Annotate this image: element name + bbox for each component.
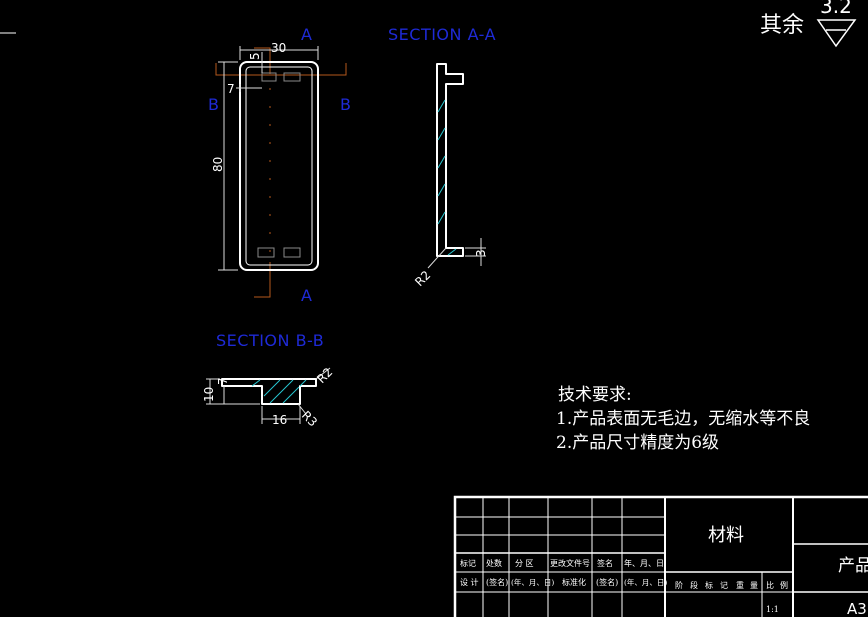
title-block-stage-cell: 记 bbox=[720, 581, 728, 590]
section-aa-title: SECTION A-A bbox=[388, 25, 496, 44]
section-b-label-right: B bbox=[340, 95, 351, 114]
title-block-header-cell: 更改文件号 bbox=[550, 558, 590, 568]
title-block-header-cell: 年、月、日 bbox=[624, 558, 664, 568]
title-block-design-cell: (年、月、日) bbox=[624, 577, 667, 587]
title-block-size: A3 bbox=[847, 600, 867, 617]
section-aa-hatch bbox=[437, 99, 457, 256]
title-block-design-cell: 设 计 bbox=[460, 577, 479, 587]
slot-offset-dimension: 5 bbox=[248, 52, 262, 60]
title-block-stage-cell: 比 bbox=[766, 580, 774, 590]
section-bb-radius-top: R2 bbox=[314, 365, 335, 386]
title-block-stage-cell: 阶 bbox=[675, 580, 683, 590]
section-a-label-top: A bbox=[301, 25, 312, 44]
title-block-header-cell: 签名 bbox=[597, 558, 613, 568]
bottom-slot-right bbox=[283, 247, 301, 258]
section-aa-view: SECTION A-A R2 3 bbox=[388, 25, 496, 289]
tech-requirement-item: 2.产品尺寸精度为6级 bbox=[556, 433, 719, 453]
surface-finish-note: 其余 3.2 bbox=[760, 0, 857, 48]
section-b-label-left: B bbox=[208, 95, 219, 114]
title-block-design-cell: 标准化 bbox=[562, 577, 586, 587]
part-outline bbox=[239, 61, 319, 271]
surface-finish-value: 3.2 bbox=[820, 0, 852, 18]
section-bb-bottom: 16 bbox=[272, 413, 287, 427]
slot-left-dimension: 7 bbox=[227, 82, 235, 96]
section-aa-radius: R2 bbox=[412, 268, 433, 289]
title-block-design-cell: (签名) bbox=[486, 577, 508, 587]
top-slot-right bbox=[283, 72, 301, 82]
title-block-text: 标记 处数 分 区 更改文件号 签名 年、月、日 设 计 (签名) (年、月、日… bbox=[460, 525, 868, 617]
surface-finish-symbol-icon bbox=[816, 19, 857, 48]
title-block-design-cell: (年、月、日) bbox=[511, 577, 554, 587]
section-a-cut-line-bottom bbox=[254, 262, 271, 298]
title-block-header-cell: 标记 bbox=[460, 558, 476, 568]
tech-requirement-item: 1.产品表面无毛边，无缩水等不良 bbox=[556, 409, 810, 429]
title-block-material-label: 材料 bbox=[708, 525, 744, 546]
bottom-slot-left bbox=[257, 247, 275, 258]
section-bb-height: 10 bbox=[202, 387, 216, 402]
title-block bbox=[453, 495, 868, 617]
part-inner-outline bbox=[245, 66, 313, 266]
tech-requirements-heading: 技术要求: bbox=[558, 385, 632, 405]
section-bb-profile bbox=[221, 378, 317, 405]
section-bb-hatch bbox=[251, 379, 307, 404]
section-bb-title: SECTION B-B bbox=[216, 331, 324, 350]
title-block-stage-cell: 例 bbox=[780, 580, 788, 590]
title-block-header-cell: 处数 bbox=[486, 558, 502, 568]
title-block-stage-cell: 量 bbox=[750, 581, 758, 590]
section-aa-profile bbox=[436, 63, 464, 257]
section-b-cut-line bbox=[215, 63, 347, 76]
title-block-stage-cell: 标 bbox=[705, 580, 713, 590]
section-bb-radius-bottom: R3 bbox=[299, 408, 320, 429]
section-a-cut-line-top bbox=[254, 47, 271, 74]
title-block-header-cell: 分 区 bbox=[515, 559, 534, 568]
section-bb-view: SECTION B-B R2 R3 16 10 7 bbox=[202, 331, 335, 429]
width-dimension: 30 bbox=[271, 41, 286, 55]
section-aa-flange: 3 bbox=[474, 249, 488, 257]
title-block-stage-cell: 重 bbox=[736, 580, 744, 590]
tech-requirements: 技术要求: 1.产品表面无毛边，无缩水等不良 2.产品尺寸精度为6级 bbox=[556, 385, 810, 453]
title-block-design-cell: (签名) bbox=[596, 577, 618, 587]
title-block-stage-cell: 段 bbox=[690, 580, 698, 590]
surface-finish-prefix: 其余 bbox=[760, 13, 804, 38]
title-block-product-label: 产品 bbox=[838, 556, 868, 576]
section-bb-depth: 7 bbox=[216, 377, 230, 385]
section-a-label-bottom: A bbox=[301, 286, 312, 305]
front-view: 30 5 7 80 A A B B bbox=[208, 25, 351, 305]
top-slot-left bbox=[261, 72, 277, 82]
height-dimension: 80 bbox=[211, 157, 225, 172]
title-block-scale: 1:1 bbox=[766, 605, 779, 614]
